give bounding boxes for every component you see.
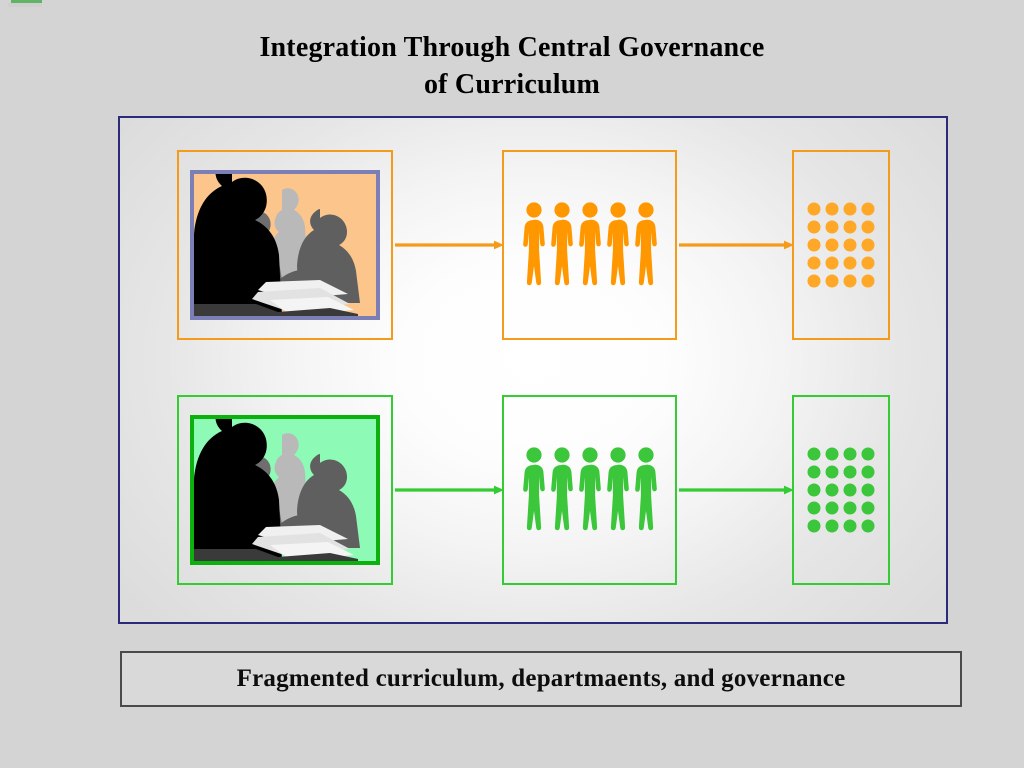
dot <box>861 501 875 515</box>
photo-box-orange[interactable] <box>177 150 393 340</box>
dot <box>825 256 839 270</box>
dot <box>825 447 839 461</box>
dot <box>843 501 857 515</box>
meeting-silhouette-photo <box>194 174 376 316</box>
dot <box>807 501 821 515</box>
dot <box>825 519 839 533</box>
dot <box>843 519 857 533</box>
person-icon <box>522 447 545 531</box>
dot <box>843 220 857 234</box>
person-icon <box>634 447 657 531</box>
arrow-top-1 <box>394 240 504 250</box>
dot <box>843 483 857 497</box>
dot <box>861 220 875 234</box>
person-icon <box>606 447 629 531</box>
people-box-green[interactable] <box>502 395 677 585</box>
dot <box>807 447 821 461</box>
dot <box>861 465 875 479</box>
page-title: Integration Through Central Governance o… <box>0 30 1024 104</box>
diagram-row-top <box>120 150 946 340</box>
dot <box>807 274 821 288</box>
people-group-green <box>521 445 659 535</box>
people-group-orange <box>521 200 659 290</box>
photo-frame-orange <box>190 170 380 320</box>
arrow-bottom-1 <box>394 485 504 495</box>
dot <box>807 465 821 479</box>
dot <box>807 483 821 497</box>
dot <box>807 202 821 216</box>
dot <box>843 447 857 461</box>
corner-artifact <box>8 0 42 7</box>
page-title-line-1: Integration Through Central Governance <box>259 32 765 63</box>
photo-box-green[interactable] <box>177 395 393 585</box>
dot <box>843 274 857 288</box>
dot-grid-green <box>807 447 875 533</box>
diagram-container <box>118 116 948 624</box>
dot <box>861 483 875 497</box>
dot <box>807 238 821 252</box>
person-icon <box>550 202 573 286</box>
dot <box>843 238 857 252</box>
page-title-line-2: of Curriculum <box>423 68 601 100</box>
arrow-top-2 <box>678 240 794 250</box>
dot <box>807 519 821 533</box>
dot <box>861 202 875 216</box>
person-icon <box>634 202 657 286</box>
person-icon <box>606 202 629 286</box>
dot <box>861 256 875 270</box>
dot <box>861 238 875 252</box>
meeting-silhouette-photo <box>194 419 376 561</box>
dot <box>825 501 839 515</box>
dots-box-orange[interactable] <box>792 150 890 340</box>
dot <box>843 256 857 270</box>
arrow-bottom-2 <box>678 485 794 495</box>
caption-text: Fragmented curriculum, departmaents, and… <box>236 665 846 692</box>
dot <box>843 202 857 216</box>
dot <box>861 519 875 533</box>
dot <box>825 220 839 234</box>
dots-box-green[interactable] <box>792 395 890 585</box>
caption-box: Fragmented curriculum, departmaents, and… <box>120 651 962 707</box>
photo-frame-green <box>190 415 380 565</box>
person-icon <box>578 447 601 531</box>
dot <box>861 274 875 288</box>
person-icon <box>522 202 545 286</box>
person-icon <box>550 447 573 531</box>
dot <box>825 483 839 497</box>
dot <box>825 274 839 288</box>
person-icon <box>578 202 601 286</box>
dot <box>807 256 821 270</box>
dot-grid-orange <box>807 202 875 288</box>
dot <box>825 202 839 216</box>
dot <box>861 447 875 461</box>
people-box-orange[interactable] <box>502 150 677 340</box>
dot <box>807 220 821 234</box>
dot <box>825 465 839 479</box>
dot <box>825 238 839 252</box>
diagram-row-bottom <box>120 395 946 585</box>
dot <box>843 465 857 479</box>
